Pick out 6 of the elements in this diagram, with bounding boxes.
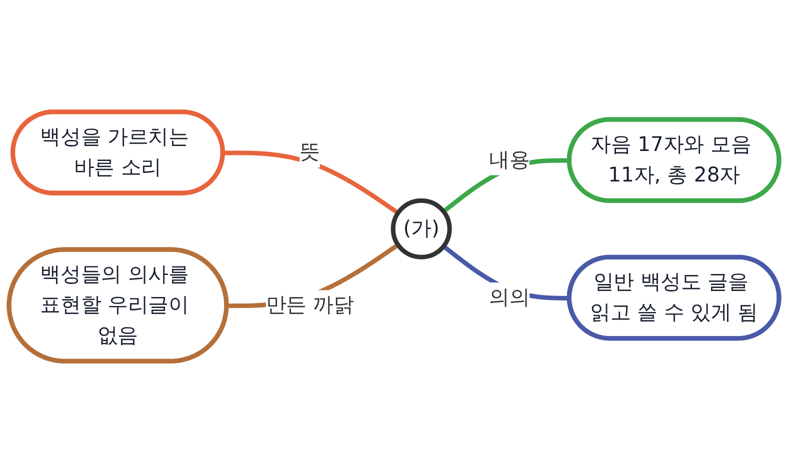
edge-label: 의의: [489, 286, 530, 310]
node-circle: (가): [390, 198, 452, 260]
edge-label: 내용: [489, 148, 530, 172]
edge-label: 만든 까닭: [266, 293, 354, 318]
edge-label: 뜻: [300, 140, 320, 164]
connector: [223, 150, 400, 215]
